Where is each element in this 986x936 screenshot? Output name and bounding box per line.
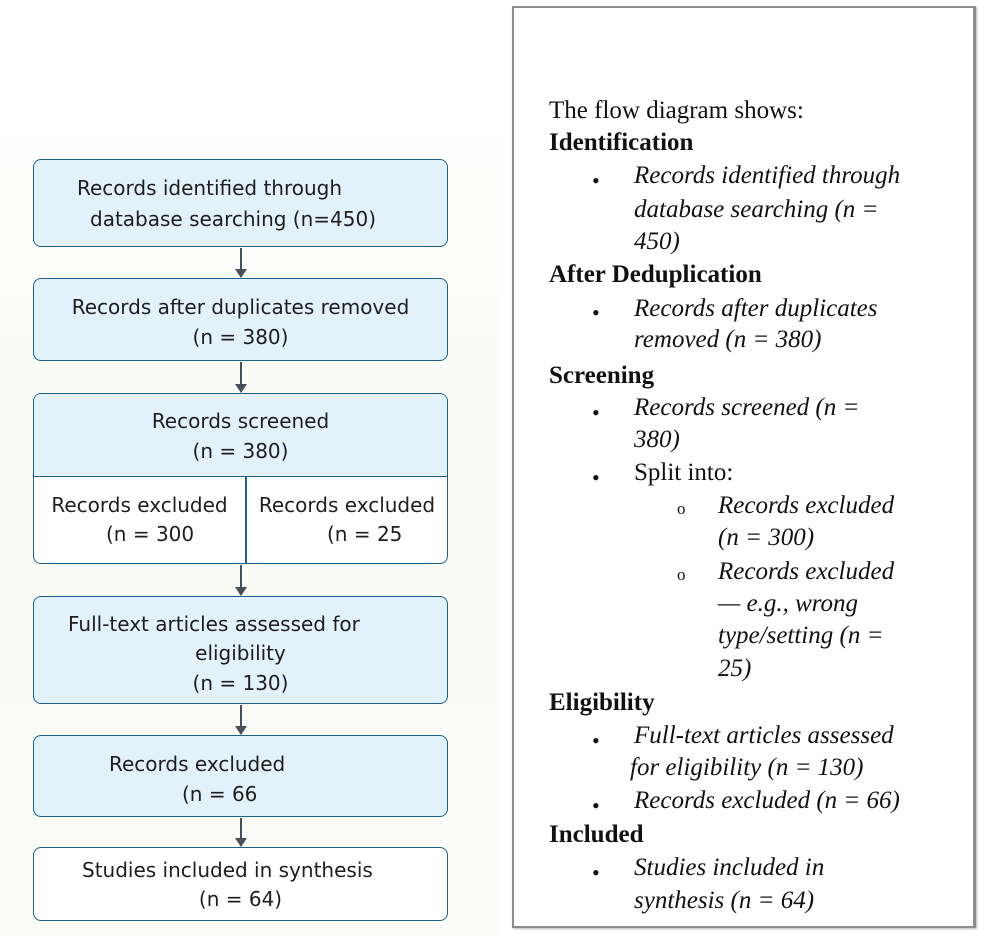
box-identification-line2: database searching (n=450) bbox=[90, 207, 377, 231]
screening-sub2-l1: Records excluded bbox=[718, 558, 895, 585]
screening-item1-l1: Records screened (n = bbox=[634, 394, 860, 421]
screening-sub1-l2: (n = 300) bbox=[718, 524, 815, 551]
box-eligibility: Full-text articles assessed for eligibil… bbox=[33, 596, 448, 704]
box-excluded-left-line2: (n = 300 bbox=[106, 522, 195, 546]
bullet-dot: • bbox=[592, 400, 600, 425]
bullet-dot: • bbox=[592, 168, 600, 193]
screening-item2: Split into: bbox=[634, 459, 734, 486]
box-screening-line1: Records screened bbox=[151, 409, 330, 433]
bullet-dot: • bbox=[592, 300, 600, 325]
box-excluded-right-line2: (n = 25 bbox=[327, 522, 403, 546]
box-screening-header: Records screened (n = 380) bbox=[34, 394, 447, 477]
box-screening-line2: (n = 380) bbox=[192, 439, 289, 463]
box-excluded-fulltext: Records excluded (n = 66 bbox=[33, 735, 448, 817]
box-included-line1: Studies included in synthesis bbox=[82, 858, 373, 882]
bullet-dot: • bbox=[592, 860, 600, 885]
arrow-5 bbox=[235, 818, 247, 847]
box-eligibility-line3: (n = 130) bbox=[192, 671, 289, 695]
bullet-dot: • bbox=[592, 728, 600, 753]
heading-deduplication: After Deduplication bbox=[549, 261, 762, 288]
screening-sub1-l1: Records excluded bbox=[718, 492, 895, 519]
box-deduplication-line1: Records after duplicates removed bbox=[71, 295, 410, 319]
box-excluded-right-line1: Records excluded bbox=[258, 493, 436, 517]
arrow-3 bbox=[235, 565, 247, 596]
screening-sub2-l3: type/setting (n = bbox=[718, 622, 884, 649]
identification-item-l2: database searching (n = bbox=[634, 196, 879, 223]
deduplication-item-l1: Records after duplicates bbox=[634, 295, 878, 322]
box-screening-divider bbox=[245, 476, 247, 563]
box-excluded-left-line1: Records excluded bbox=[51, 493, 228, 517]
arrow-1 bbox=[235, 248, 247, 278]
box-included-line2: (n = 64) bbox=[198, 887, 283, 911]
box-deduplication-line2: (n = 380) bbox=[192, 325, 289, 349]
identification-item-l1: Records identified through bbox=[634, 162, 901, 189]
box-included: Studies included in synthesis (n = 64) bbox=[33, 847, 448, 921]
box-excluded-fulltext-line2: (n = 66 bbox=[182, 782, 258, 806]
arrow-2 bbox=[235, 362, 247, 393]
deduplication-item-l2: removed (n = 380) bbox=[634, 326, 822, 353]
box-eligibility-line1: Full-text articles assessed for bbox=[68, 612, 360, 636]
bullet-dot: • bbox=[592, 793, 600, 818]
arrow-4 bbox=[235, 705, 247, 735]
heading-included: Included bbox=[549, 821, 644, 848]
heading-screening: Screening bbox=[549, 362, 655, 389]
eligibility-item1-l2: for eligibility (n = 130) bbox=[630, 754, 864, 781]
bullet-circle: o bbox=[677, 499, 686, 518]
bullet-circle: o bbox=[677, 565, 686, 584]
heading-identification: Identification bbox=[549, 129, 694, 156]
screening-item1-l2: 380) bbox=[634, 426, 680, 453]
eligibility-item2: Records excluded (n = 66) bbox=[634, 787, 900, 814]
eligibility-item1-l1: Full-text articles assessed bbox=[634, 722, 894, 749]
box-identification-line1: Records identified through bbox=[77, 176, 343, 200]
identification-item-l3: 450) bbox=[634, 228, 680, 255]
box-screening: Records screened (n = 380) Records exclu… bbox=[33, 393, 448, 564]
box-deduplication: Records after duplicates removed (n = 38… bbox=[33, 278, 448, 361]
description-panel: The flow diagram shows: Identification •… bbox=[512, 6, 976, 928]
box-excluded-fulltext-line1: Records excluded bbox=[109, 752, 286, 776]
panel-intro: The flow diagram shows: bbox=[549, 97, 804, 124]
included-item-l1: Studies included in bbox=[634, 854, 825, 881]
screening-sub2-l2: — e.g., wrong bbox=[718, 590, 859, 617]
heading-eligibility: Eligibility bbox=[549, 689, 655, 716]
box-excluded-left: Records excluded (n = 300 bbox=[34, 476, 245, 563]
included-item-l2: synthesis (n = 64) bbox=[634, 887, 815, 914]
bullet-dot: • bbox=[592, 465, 600, 490]
box-excluded-right: Records excluded (n = 25 bbox=[247, 476, 447, 563]
box-eligibility-line2: eligibility bbox=[195, 641, 286, 665]
box-identification: Records identified through database sear… bbox=[33, 159, 448, 247]
screening-sub2-l4: 25) bbox=[718, 655, 752, 682]
